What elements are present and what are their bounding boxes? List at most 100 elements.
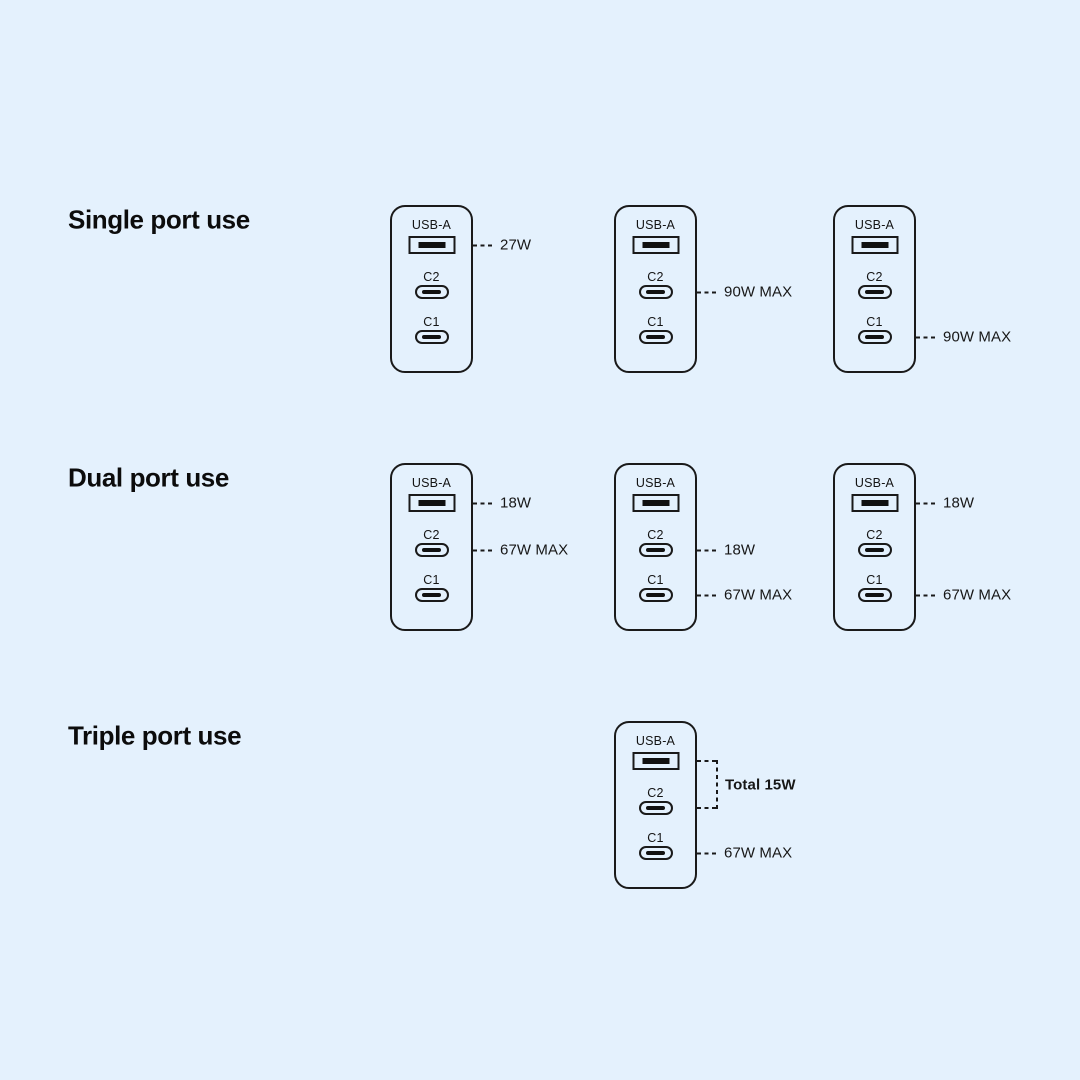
section-title-triple-port: Triple port use <box>68 720 242 751</box>
charger-device: USB-A C2 C1 <box>390 205 473 373</box>
dashed-connector-line <box>697 594 719 596</box>
dashed-connector-line <box>916 336 938 338</box>
c1-pin-bar <box>865 335 884 339</box>
power-label: 27W <box>500 236 532 254</box>
usb-a-port-icon <box>408 236 455 254</box>
power-connector: 67W MAX <box>697 587 792 604</box>
power-label: Total 15W <box>725 776 796 793</box>
bracket-dash-segment <box>697 760 718 762</box>
c1-port-icon <box>638 588 673 602</box>
c1-port-label: C1 <box>647 315 664 329</box>
usb-a-port-icon <box>632 494 679 512</box>
power-label: 18W <box>724 541 756 559</box>
c1-port-icon <box>638 330 673 344</box>
dashed-connector-line <box>697 291 719 293</box>
power-label: 67W MAX <box>500 541 569 559</box>
power-connector: 18W <box>916 495 974 512</box>
power-connector: 90W MAX <box>697 284 792 301</box>
c2-pin-bar <box>422 548 441 552</box>
c1-port-label: C1 <box>866 573 883 587</box>
c2-port-icon <box>414 543 449 557</box>
c2-pin-bar <box>865 290 884 294</box>
c1-port-icon <box>414 588 449 602</box>
usb-a-pin-bar <box>642 500 669 506</box>
c1-pin-bar <box>422 593 441 597</box>
c2-port-icon <box>857 543 892 557</box>
bracket-dash-segment <box>716 760 718 809</box>
dashed-connector-line <box>697 549 719 551</box>
usb-a-port-label: USB-A <box>854 218 895 232</box>
power-label: 18W <box>943 494 975 512</box>
c1-pin-bar <box>646 851 665 855</box>
c1-pin-bar <box>422 335 441 339</box>
c2-port-label: C2 <box>423 528 440 542</box>
c2-port-icon <box>638 285 673 299</box>
section-title-single-port: Single port use <box>68 204 250 235</box>
dashed-connector-line <box>473 549 495 551</box>
power-connector: 90W MAX <box>916 329 1011 346</box>
power-connector: 18W <box>697 542 755 559</box>
charger-device: USB-A C2 C1 <box>833 463 916 631</box>
charger-device: USB-A C2 C1 <box>833 205 916 373</box>
charger-device: USB-A C2 C1 <box>390 463 473 631</box>
usb-a-port-icon <box>851 236 898 254</box>
power-label: 90W MAX <box>943 328 1012 346</box>
c2-port-icon <box>414 285 449 299</box>
bracket-dash-segment <box>697 807 718 809</box>
usb-a-pin-bar <box>642 758 669 764</box>
c2-pin-bar <box>646 548 665 552</box>
power-label: 67W MAX <box>943 586 1012 604</box>
charger-device: USB-A C2 C1 <box>614 205 697 373</box>
c1-port-label: C1 <box>423 315 440 329</box>
power-bracket-connector: Total 15W <box>697 760 796 809</box>
usb-a-port-label: USB-A <box>635 734 676 748</box>
c1-pin-bar <box>865 593 884 597</box>
dashed-connector-line <box>916 594 938 596</box>
usb-a-port-icon <box>408 494 455 512</box>
power-connector: 67W MAX <box>916 587 1011 604</box>
usb-a-port-label: USB-A <box>854 476 895 490</box>
charger-device: USB-A C2 C1 <box>614 463 697 631</box>
c1-port-label: C1 <box>647 831 664 845</box>
power-connector: 18W <box>473 495 531 512</box>
usb-a-port-icon <box>851 494 898 512</box>
usb-a-pin-bar <box>861 242 888 248</box>
dashed-connector-line <box>916 502 938 504</box>
dashed-connector-line <box>473 244 495 246</box>
c2-port-label: C2 <box>866 528 883 542</box>
c2-pin-bar <box>865 548 884 552</box>
usb-a-pin-bar <box>861 500 888 506</box>
c1-pin-bar <box>646 593 665 597</box>
c2-port-label: C2 <box>647 786 664 800</box>
c1-pin-bar <box>646 335 665 339</box>
power-label: 67W MAX <box>724 586 793 604</box>
c1-port-label: C1 <box>647 573 664 587</box>
c1-port-label: C1 <box>866 315 883 329</box>
c2-pin-bar <box>646 290 665 294</box>
usb-a-port-label: USB-A <box>635 476 676 490</box>
c2-port-icon <box>638 801 673 815</box>
c1-port-icon <box>857 330 892 344</box>
usb-a-port-icon <box>632 752 679 770</box>
c2-port-label: C2 <box>647 528 664 542</box>
usb-a-port-label: USB-A <box>411 476 452 490</box>
c1-port-label: C1 <box>423 573 440 587</box>
c2-port-icon <box>638 543 673 557</box>
c2-port-label: C2 <box>647 270 664 284</box>
c2-port-label: C2 <box>423 270 440 284</box>
power-label: 67W MAX <box>724 844 793 862</box>
c1-port-icon <box>638 846 673 860</box>
power-connector: 67W MAX <box>697 845 792 862</box>
c1-port-icon <box>857 588 892 602</box>
c1-port-icon <box>414 330 449 344</box>
c2-pin-bar <box>646 806 665 810</box>
section-title-dual-port: Dual port use <box>68 462 229 493</box>
usb-a-port-label: USB-A <box>411 218 452 232</box>
c2-pin-bar <box>422 290 441 294</box>
usb-a-port-label: USB-A <box>635 218 676 232</box>
usb-a-pin-bar <box>642 242 669 248</box>
usb-a-pin-bar <box>418 242 445 248</box>
usb-a-pin-bar <box>418 500 445 506</box>
power-connector: 67W MAX <box>473 542 568 559</box>
